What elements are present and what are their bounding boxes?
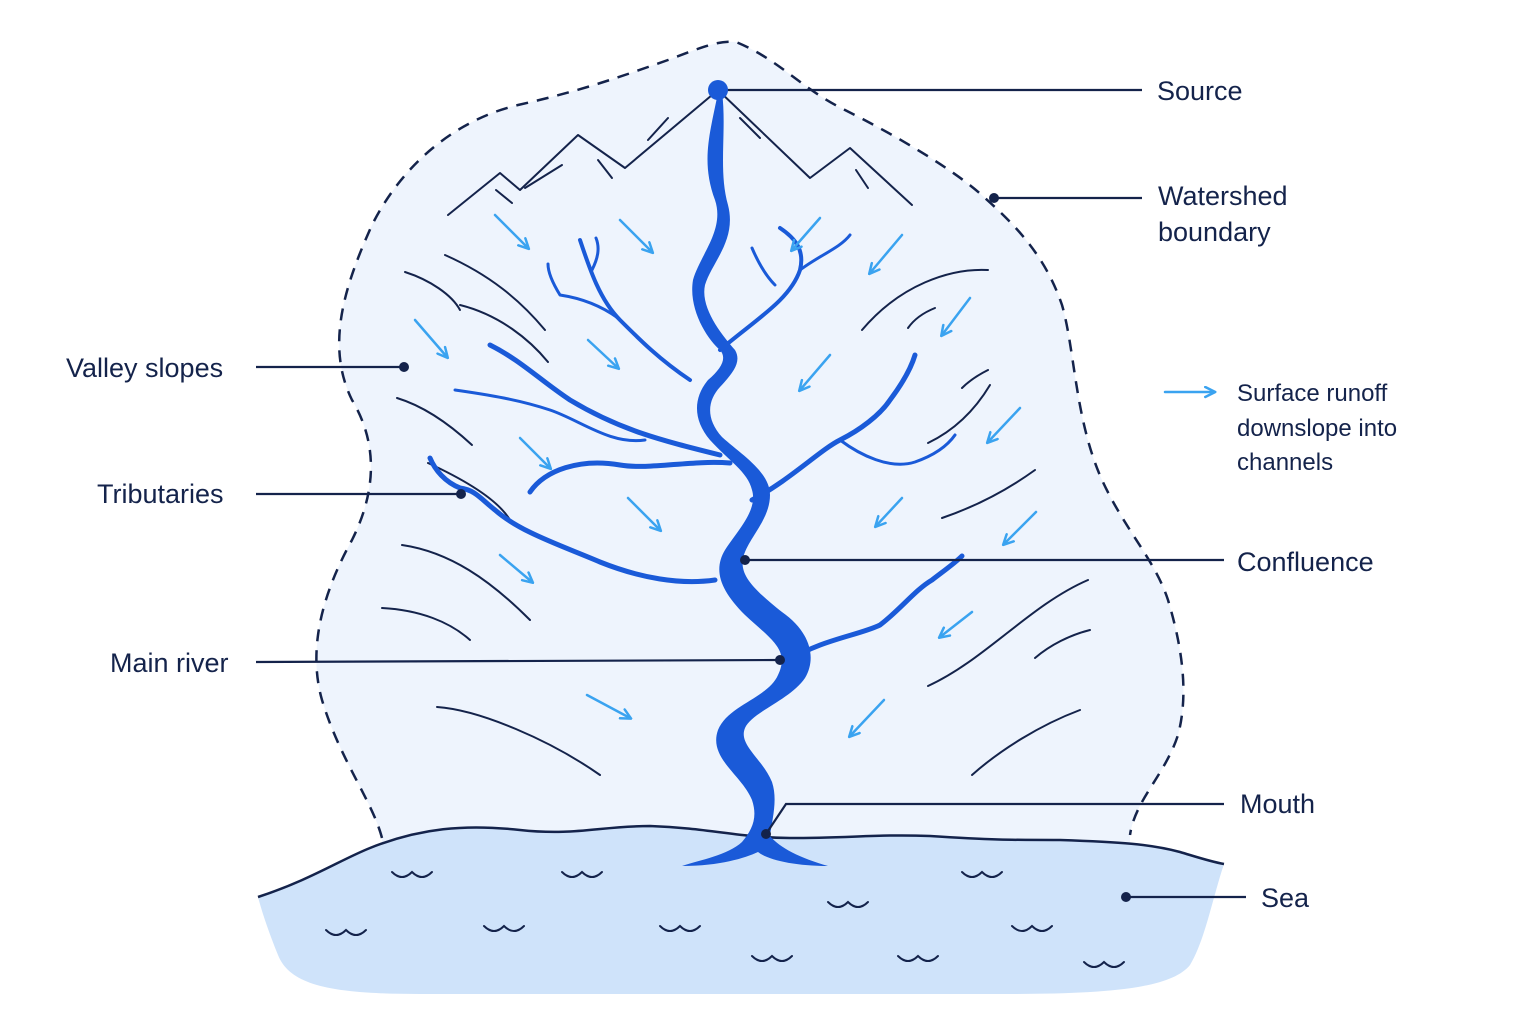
runoff-arrow <box>586 338 621 371</box>
main-river-dot <box>775 655 785 665</box>
watershed-boundary-dot <box>989 193 999 203</box>
runoff-arrow <box>985 406 1022 445</box>
tributaries-dot <box>456 489 466 499</box>
valley-slope-lines <box>381 254 1091 776</box>
tributaries-label: Tributaries <box>97 479 224 509</box>
confluence-label: Confluence <box>1237 547 1374 577</box>
runoff-arrow <box>937 610 974 640</box>
watershed-boundary-label-line1: Watershed <box>1158 181 1288 211</box>
leader-lines <box>255 88 1246 899</box>
mountains <box>447 89 913 216</box>
runoff-arrow <box>413 318 450 360</box>
runoff-arrow <box>867 233 904 276</box>
runoff-arrow <box>939 296 972 338</box>
sea-waves <box>325 870 1125 968</box>
watershed-boundary <box>315 40 1185 839</box>
runoff-arrow <box>498 553 535 585</box>
mouth-dot <box>761 829 771 839</box>
tributaries <box>427 226 965 663</box>
watershed-boundary-label-line2: boundary <box>1158 217 1271 247</box>
main-river-leader <box>255 658 781 664</box>
anchor-dots <box>399 193 1131 902</box>
main-river-label: Main river <box>110 648 229 678</box>
coastline <box>257 824 1225 899</box>
watershed-area <box>316 41 1184 850</box>
sea-dot <box>1121 892 1131 902</box>
runoff-arrows <box>413 213 1038 739</box>
runoff-arrow <box>518 436 553 471</box>
confluence-dot <box>740 555 750 565</box>
runoff-arrow <box>1001 510 1038 547</box>
runoff-arrow <box>789 216 822 253</box>
runoff-arrow <box>626 496 663 533</box>
source-point <box>708 80 728 100</box>
runoff-arrow <box>797 353 832 393</box>
valley-slopes-dot <box>399 362 409 372</box>
runoff-arrow <box>618 218 655 255</box>
legend-text-line2: downslope into <box>1237 415 1397 442</box>
runoff-arrow <box>585 693 633 720</box>
valley-slopes-label: Valley slopes <box>66 353 223 383</box>
sea-label: Sea <box>1261 883 1310 913</box>
runoff-arrow <box>493 213 531 251</box>
sea-area <box>258 826 1224 994</box>
mouth-label: Mouth <box>1240 789 1315 819</box>
mouth-leader <box>765 802 1224 835</box>
legend-text-line1: Surface runoff <box>1237 380 1388 407</box>
legend-text-line3: channels <box>1237 449 1333 476</box>
runoff-arrow <box>847 698 886 739</box>
runoff-arrow <box>873 496 904 529</box>
source-label: Source <box>1157 76 1243 106</box>
main-river <box>682 92 828 866</box>
legend: Surface runoff downslope into channels <box>1163 380 1397 476</box>
